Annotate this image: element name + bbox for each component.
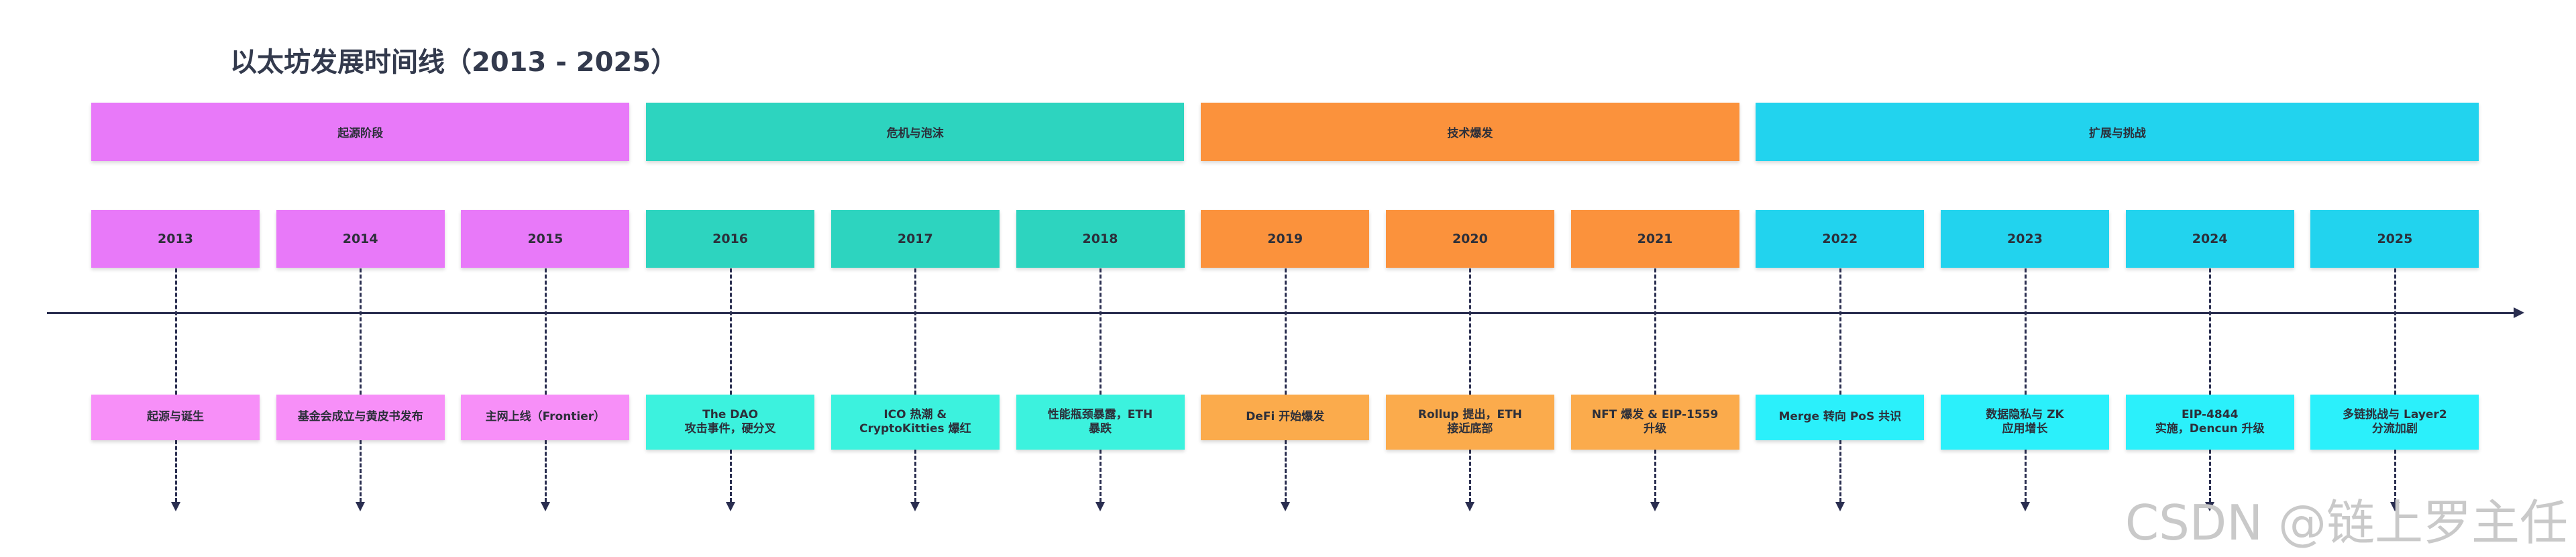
connector-upper-2017 xyxy=(914,268,917,395)
event-box-2015: 主网上线（Frontier） xyxy=(461,395,630,440)
year-box-2016: 2016 xyxy=(646,210,815,268)
connector-lower-2015 xyxy=(544,440,547,502)
connector-upper-2025 xyxy=(2394,268,2396,395)
event-box-2022: Merge 转向 PoS 共识 xyxy=(1756,395,1925,440)
year-box-2017: 2017 xyxy=(830,210,1000,268)
event-box-2024: EIP-4844 实施，Dencun 升级 xyxy=(2125,395,2294,450)
arrow-down-icon xyxy=(2390,502,2400,511)
year-box-2014: 2014 xyxy=(276,210,445,268)
connector-lower-2019 xyxy=(1284,440,1287,502)
arrow-down-icon xyxy=(725,502,735,511)
connector-upper-2021 xyxy=(1654,268,1657,395)
arrow-down-icon xyxy=(1095,502,1105,511)
page-title: 以太坊发展时间线（2013 - 2025） xyxy=(230,47,678,78)
year-box-2018: 2018 xyxy=(1016,210,1185,268)
event-box-2017: ICO 热潮 & CryptoKitties 爆红 xyxy=(830,395,1000,450)
connector-lower-2024 xyxy=(2209,450,2212,502)
event-box-2014: 基金会成立与黄皮书发布 xyxy=(276,395,445,440)
arrow-down-icon xyxy=(356,502,366,511)
connector-upper-2016 xyxy=(729,268,732,395)
connector-lower-2018 xyxy=(1099,450,1102,502)
arrow-down-icon xyxy=(1835,502,1845,511)
connector-upper-2018 xyxy=(1099,268,1102,395)
event-box-2018: 性能瓶颈暴露，ETH 暴跌 xyxy=(1016,395,1185,450)
connector-upper-2024 xyxy=(2209,268,2212,395)
timeline-axis xyxy=(47,312,2516,314)
year-box-2013: 2013 xyxy=(91,210,260,268)
arrow-down-icon xyxy=(540,502,550,511)
connector-lower-2021 xyxy=(1654,450,1657,502)
connector-upper-2020 xyxy=(1469,268,1472,395)
connector-upper-2015 xyxy=(544,268,547,395)
connector-lower-2020 xyxy=(1469,450,1472,502)
arrow-down-icon xyxy=(1280,502,1290,511)
connector-upper-2019 xyxy=(1284,268,1287,395)
year-box-2021: 2021 xyxy=(1570,210,1739,268)
phase-2: 危机与泡沫 xyxy=(646,103,1185,161)
event-box-2019: DeFi 开始爆发 xyxy=(1201,395,1370,440)
event-box-2013: 起源与诞生 xyxy=(91,395,260,440)
year-box-2025: 2025 xyxy=(2310,210,2479,268)
connector-upper-2022 xyxy=(1839,268,1841,395)
connector-upper-2013 xyxy=(174,268,177,395)
phase-3: 技术爆发 xyxy=(1201,103,1739,161)
year-box-2015: 2015 xyxy=(461,210,630,268)
arrow-down-icon xyxy=(2020,502,2030,511)
connector-lower-2022 xyxy=(1839,440,1841,502)
arrow-down-icon xyxy=(2205,502,2215,511)
event-box-2023: 数据隐私与 ZK 应用增长 xyxy=(1941,395,2109,450)
arrow-down-icon xyxy=(170,502,180,511)
watermark: CSDN @链上罗主任 xyxy=(2125,495,2568,551)
connector-lower-2017 xyxy=(914,450,917,502)
event-box-2021: NFT 爆发 & EIP-1559 升级 xyxy=(1570,395,1739,450)
connector-lower-2025 xyxy=(2394,450,2396,502)
year-box-2020: 2020 xyxy=(1385,210,1554,268)
connector-upper-2023 xyxy=(2024,268,2027,395)
event-box-2025: 多链挑战与 Layer2 分流加剧 xyxy=(2310,395,2479,450)
connector-lower-2014 xyxy=(360,440,362,502)
year-box-2022: 2022 xyxy=(1756,210,1925,268)
axis-arrowhead-icon xyxy=(2514,307,2524,318)
arrow-down-icon xyxy=(1465,502,1475,511)
connector-upper-2014 xyxy=(360,268,362,395)
phase-4: 扩展与挑战 xyxy=(1756,103,2479,161)
year-box-2019: 2019 xyxy=(1201,210,1370,268)
connector-lower-2013 xyxy=(174,440,177,502)
event-box-2020: Rollup 提出，ETH 接近底部 xyxy=(1385,395,1554,450)
arrow-down-icon xyxy=(910,502,920,511)
year-box-2023: 2023 xyxy=(1941,210,2109,268)
connector-lower-2016 xyxy=(729,450,732,502)
connector-lower-2023 xyxy=(2024,450,2027,502)
event-box-2016: The DAO 攻击事件，硬分叉 xyxy=(646,395,815,450)
phase-1: 起源阶段 xyxy=(91,103,630,161)
year-box-2024: 2024 xyxy=(2125,210,2294,268)
arrow-down-icon xyxy=(1650,502,1660,511)
